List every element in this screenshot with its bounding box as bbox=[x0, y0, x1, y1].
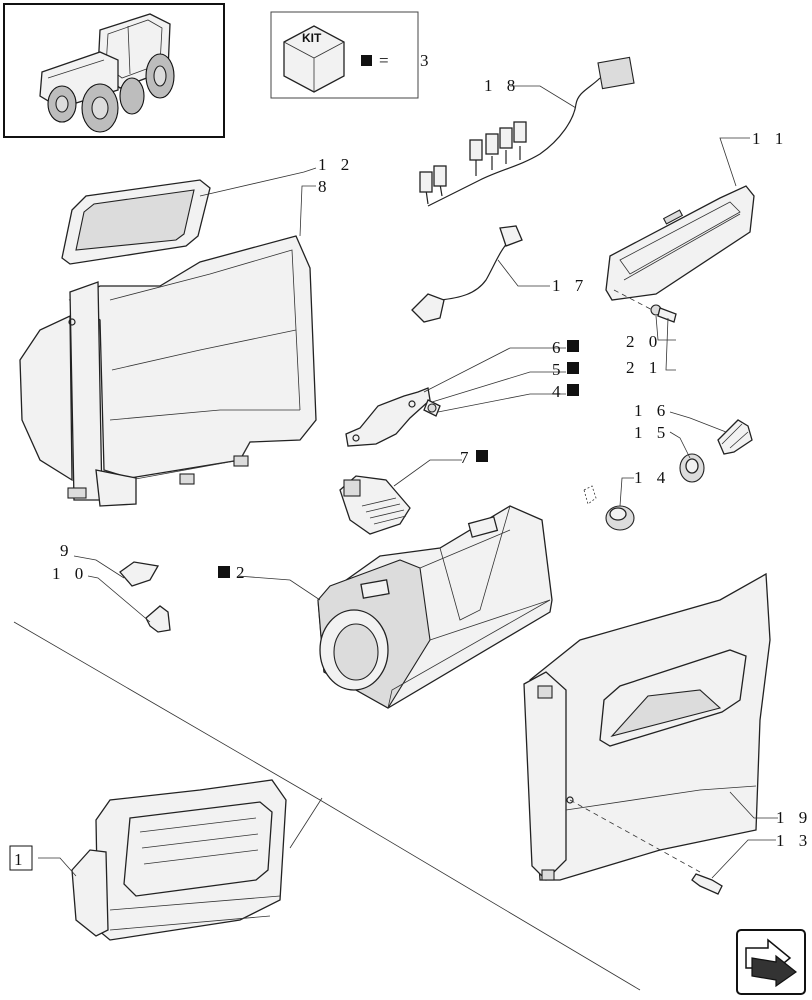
kit-cube-icon bbox=[283, 25, 345, 93]
part-clip-10 bbox=[145, 605, 171, 633]
callout-9: 9 bbox=[60, 541, 74, 560]
callout-1: 1 bbox=[14, 850, 28, 869]
tractor-thumbnail-icon[interactable] bbox=[3, 3, 225, 138]
kit-label: KIT bbox=[302, 31, 322, 45]
kit-equals: = bbox=[379, 51, 394, 70]
callout-11: 1 1 bbox=[752, 129, 788, 148]
kit-marker-square bbox=[361, 55, 372, 66]
next-page-arrow-icon[interactable] bbox=[736, 929, 806, 995]
callout-12: 1 2 bbox=[318, 155, 354, 174]
callout-16: 1 6 bbox=[634, 401, 670, 420]
callout-17: 1 7 bbox=[552, 276, 588, 295]
part-wiring-harness-18 bbox=[419, 56, 635, 207]
part-bracket-4-5-6 bbox=[345, 387, 441, 447]
part-sensor-16 bbox=[717, 419, 753, 455]
part-blower-2 bbox=[317, 505, 553, 709]
kit-number: 3 bbox=[420, 51, 434, 70]
part-screw-20-21 bbox=[613, 289, 677, 323]
part-clip-9 bbox=[119, 561, 160, 587]
callout-5: 5 bbox=[552, 360, 566, 379]
leader-lines bbox=[38, 85, 778, 879]
part-assembly-1 bbox=[71, 779, 287, 941]
part-gasket-12 bbox=[61, 179, 211, 265]
part-grille-panel-11 bbox=[605, 185, 755, 301]
part-housing-8 bbox=[19, 235, 317, 507]
part-plug-harness-17 bbox=[411, 225, 523, 323]
part-screw-13 bbox=[569, 799, 723, 895]
kit-box: KIT = 3 bbox=[270, 11, 434, 99]
part-resistor-7 bbox=[339, 475, 411, 535]
callout-7: 7 bbox=[460, 448, 474, 467]
part-side-panel-19 bbox=[523, 572, 771, 881]
callout-10: 1 0 bbox=[52, 564, 88, 583]
callout-20: 2 0 bbox=[626, 332, 662, 351]
callout-21: 2 1 bbox=[626, 358, 662, 377]
section-divider bbox=[13, 621, 641, 991]
callout-15: 1 5 bbox=[634, 423, 670, 442]
callout-19: 1 9 bbox=[776, 808, 812, 827]
callout-4: 4 bbox=[552, 382, 566, 401]
callout-labels: 1 2 6 5 4 7 8 9 1 0 1 1 1 2 1 3 1 4 1 5 … bbox=[9, 76, 812, 871]
callout-6: 6 bbox=[552, 338, 566, 357]
callout-14: 1 4 bbox=[634, 468, 670, 487]
callout-13: 1 3 bbox=[776, 831, 812, 850]
part-grommet-15 bbox=[679, 453, 705, 483]
callout-8: 8 bbox=[318, 177, 332, 196]
callout-2: 2 bbox=[236, 563, 250, 582]
callout-18: 1 8 bbox=[484, 76, 520, 95]
part-plug-14 bbox=[583, 485, 635, 531]
